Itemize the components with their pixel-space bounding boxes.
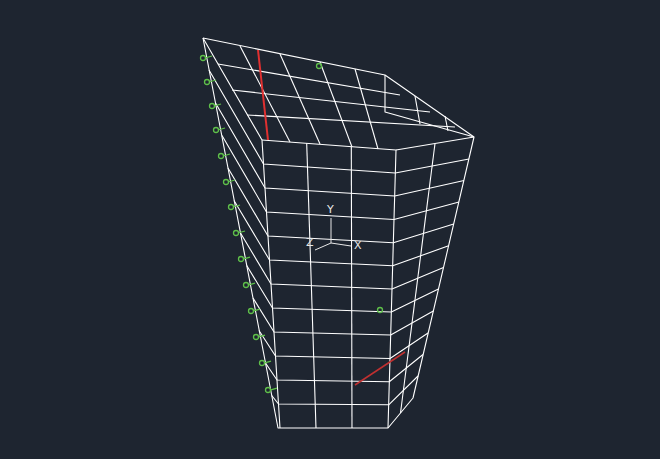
load-line — [258, 50, 268, 140]
mesh-line — [401, 144, 436, 414]
mesh-line — [241, 233, 444, 289]
mesh-line — [222, 136, 459, 220]
mesh-line — [232, 90, 430, 112]
support-symbols — [201, 56, 383, 393]
mesh-line — [253, 298, 433, 335]
axis-triad — [315, 218, 351, 250]
edge — [203, 38, 280, 428]
mesh-line — [228, 168, 454, 243]
mesh-line — [209, 70, 469, 173]
load-line — [355, 352, 405, 385]
mesh-line — [247, 266, 439, 313]
mesh-line — [307, 143, 316, 428]
axis-label: Z — [306, 237, 314, 248]
outline — [203, 38, 474, 428]
mesh-line — [445, 116, 448, 131]
mesh-line — [320, 62, 352, 147]
mesh-line — [355, 69, 378, 149]
mesh-line — [247, 115, 455, 127]
axis-label: X — [354, 240, 362, 251]
mesh-line — [385, 75, 474, 137]
mesh-line — [266, 355, 424, 382]
mesh-line — [351, 147, 353, 428]
mesh-line — [272, 376, 418, 405]
mesh-line — [415, 96, 420, 124]
mesh-line — [234, 201, 449, 266]
mesh-line — [218, 64, 400, 95]
axis-label: Y — [327, 204, 334, 215]
mesh-line — [216, 103, 465, 196]
